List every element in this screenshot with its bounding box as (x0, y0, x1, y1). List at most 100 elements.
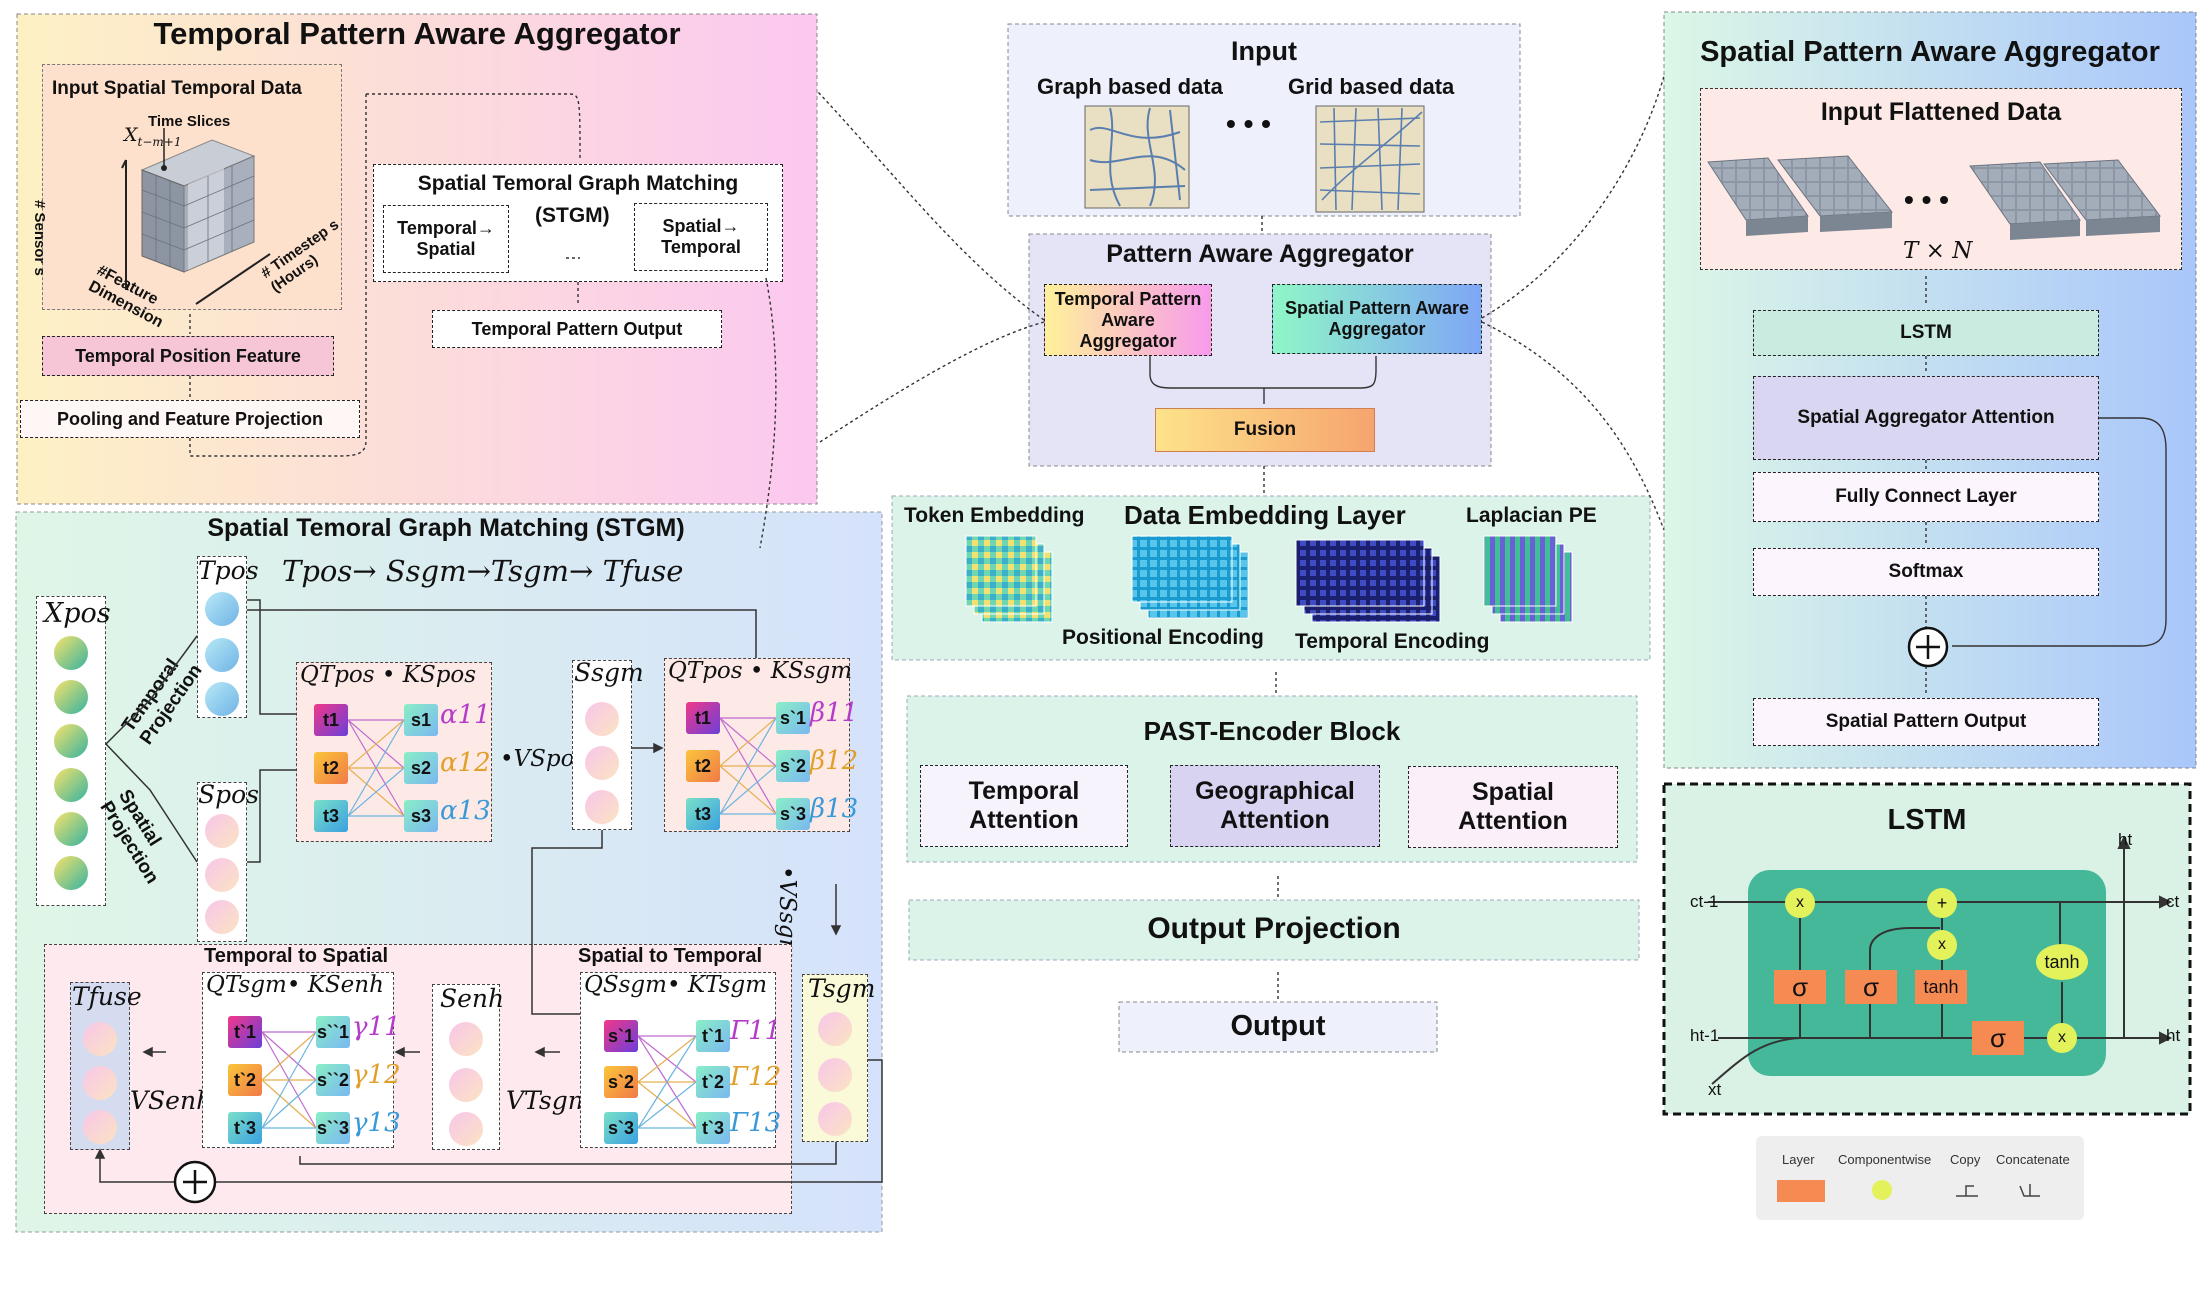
ssgm-node (585, 702, 619, 736)
ssgm-tsgm-attention-link (637, 1035, 697, 1083)
legend-copy-label: Copy (1950, 1152, 1981, 1167)
input-title: Input (1231, 36, 1297, 66)
tpos-spos-coefficient: α13 (440, 796, 491, 826)
h-next-label: ht (2166, 1026, 2181, 1045)
tsgm-senh-query-token: t`2 (228, 1064, 262, 1096)
c-next-label: ct (2166, 892, 2180, 911)
tpos-spos-query-token: t3 (314, 800, 348, 832)
tpos-ssgm-coefficient: β12 (810, 746, 859, 776)
qk-tpos-spos-label: QTpos • KSpos (300, 662, 477, 688)
positional-encoding-label: Positional Encoding (1062, 626, 1264, 649)
ssgm-tsgm-key-token: t`1 (696, 1020, 730, 1052)
ssgm-node (585, 790, 619, 824)
tpos-ssgm-key-token: s`1 (776, 702, 810, 734)
temporal-to-spatial-box: Temporal→ Spatial (383, 205, 509, 273)
ssgm-tsgm-key-token: t`3 (696, 1112, 730, 1144)
spaa-lstm-box: LSTM (1753, 310, 2099, 356)
tpos-spos-key-token: s2 (404, 752, 438, 784)
spos-node (205, 900, 239, 934)
tsgm-node (818, 1058, 852, 1092)
spatial-pattern-output-box: Spatial Pattern Output (1753, 698, 2099, 746)
xpos-node (54, 680, 88, 714)
paa-title: Pattern Aware Aggregator (1106, 240, 1414, 268)
temporal-attention-box: Temporal Attention (920, 765, 1128, 847)
output-label: Output (1230, 1010, 1326, 1042)
stgm-title: Spatial Temoral Graph Matching (STGM) (207, 514, 685, 542)
tpos-ssgm-attention-link (719, 717, 777, 767)
temporal-encoding-label: Temporal Encoding (1295, 630, 1490, 653)
ssgm-tsgm-query-token: s`2 (604, 1066, 638, 1098)
geographical-attention-box: Geographical Attention (1170, 765, 1380, 847)
tpos-ssgm-key-token: s`2 (776, 750, 810, 782)
tsgm-senh-coefficient: γ11 (352, 1012, 401, 1042)
senh-node (449, 1022, 483, 1056)
tpos-ssgm-query-token: t3 (686, 798, 720, 830)
tpaa-title: Temporal Pattern Aware Aggregator (153, 16, 681, 51)
tpos-node (205, 682, 239, 716)
tpos-spos-coefficient: α11 (440, 700, 491, 730)
tpos-ssgm-coefficient: β13 (810, 794, 859, 824)
graph-data-label: Graph based data (1037, 74, 1223, 99)
input-dots: • • • (1226, 108, 1271, 139)
v-senh-label: VSenh (130, 1086, 213, 1115)
tpos-node (205, 638, 239, 672)
ssgm-tsgm-coefficient: Γ11 (730, 1016, 782, 1046)
tpos-ssgm-query-token: t2 (686, 750, 720, 782)
ssgm-tsgm-coefficient: Γ13 (730, 1108, 782, 1138)
tpos-ssgm-attention-link (719, 765, 777, 815)
output-projection-label: Output Projection (1147, 912, 1401, 945)
input-multiply-op: x (1927, 930, 1957, 960)
candidate-tanh: tanh (1915, 970, 1967, 1004)
spaa-title: Spatial Pattern Aware Aggregator (1700, 36, 2160, 68)
tpos-node (205, 592, 239, 626)
softmax-box: Softmax (1753, 548, 2099, 596)
tpos-spos-key-token: s3 (404, 800, 438, 832)
tsgm-senh-key-token: s``2 (316, 1064, 350, 1096)
legend-componentwise-label: Componentwise (1838, 1152, 1932, 1167)
tpos-spos-attention-link (347, 719, 405, 817)
spatial-to-temporal-label: Spatial to Temporal (578, 945, 763, 967)
spatial-pattern-aggregator-box: Spatial Pattern Aware Aggregator (1272, 284, 1482, 354)
tfuse-node (83, 1022, 117, 1056)
tsgm-senh-attention-link (261, 1031, 317, 1081)
tsgm-node (818, 1012, 852, 1046)
tpos-column (197, 556, 247, 718)
cell-tanh-op: tanh (2036, 944, 2088, 980)
qk-tpos-ssgm-label: QTpos • KSsgm (668, 658, 853, 684)
laplacian-pe-label: Laplacian PE (1466, 504, 1597, 527)
ssgm-tsgm-query-token: s`1 (604, 1020, 638, 1052)
tsgm-senh-query-token: t`3 (228, 1112, 262, 1144)
qk-ssgm-tsgm-label: QSsgm• KTsgm (584, 972, 768, 998)
senh-node (449, 1068, 483, 1102)
tfuse-node (83, 1066, 117, 1100)
h-top-label: ht (2118, 830, 2133, 849)
stgm-summary-title: Spatial Temoral Graph Matching (417, 172, 739, 195)
temporal-position-feature-box: Temporal Position Feature (42, 336, 334, 376)
input-gate-sigma: σ (1845, 970, 1897, 1004)
forget-gate-sigma: σ (1774, 970, 1826, 1004)
tpos-ssgm-query-token: t1 (686, 702, 720, 734)
data-embedding-title: Data Embedding Layer (1124, 500, 1406, 530)
tpos-label: Tpos (198, 556, 259, 585)
ssgm-label: Ssgm (574, 658, 644, 687)
tsgm-label: Tsgm (808, 974, 876, 1003)
spatial-attention-box: Spatial Attention (1408, 766, 1618, 848)
tsgm-senh-attention-link (261, 1031, 317, 1129)
tfuse-label: Tfuse (72, 982, 142, 1011)
xpos-node (54, 856, 88, 890)
tpos-spos-coefficient: α12 (440, 748, 491, 778)
v-spos-label: •VSpos (500, 746, 587, 772)
qk-tsgm-senh-label: QTsgm• KSenh (206, 972, 384, 998)
stgm-abbr: (STGM) (535, 204, 610, 227)
stgm-flow-equation: Tpos→ Ssgm→Tsgm→ Tfuse (282, 554, 684, 588)
output-multiply-op: x (2047, 1023, 2077, 1053)
